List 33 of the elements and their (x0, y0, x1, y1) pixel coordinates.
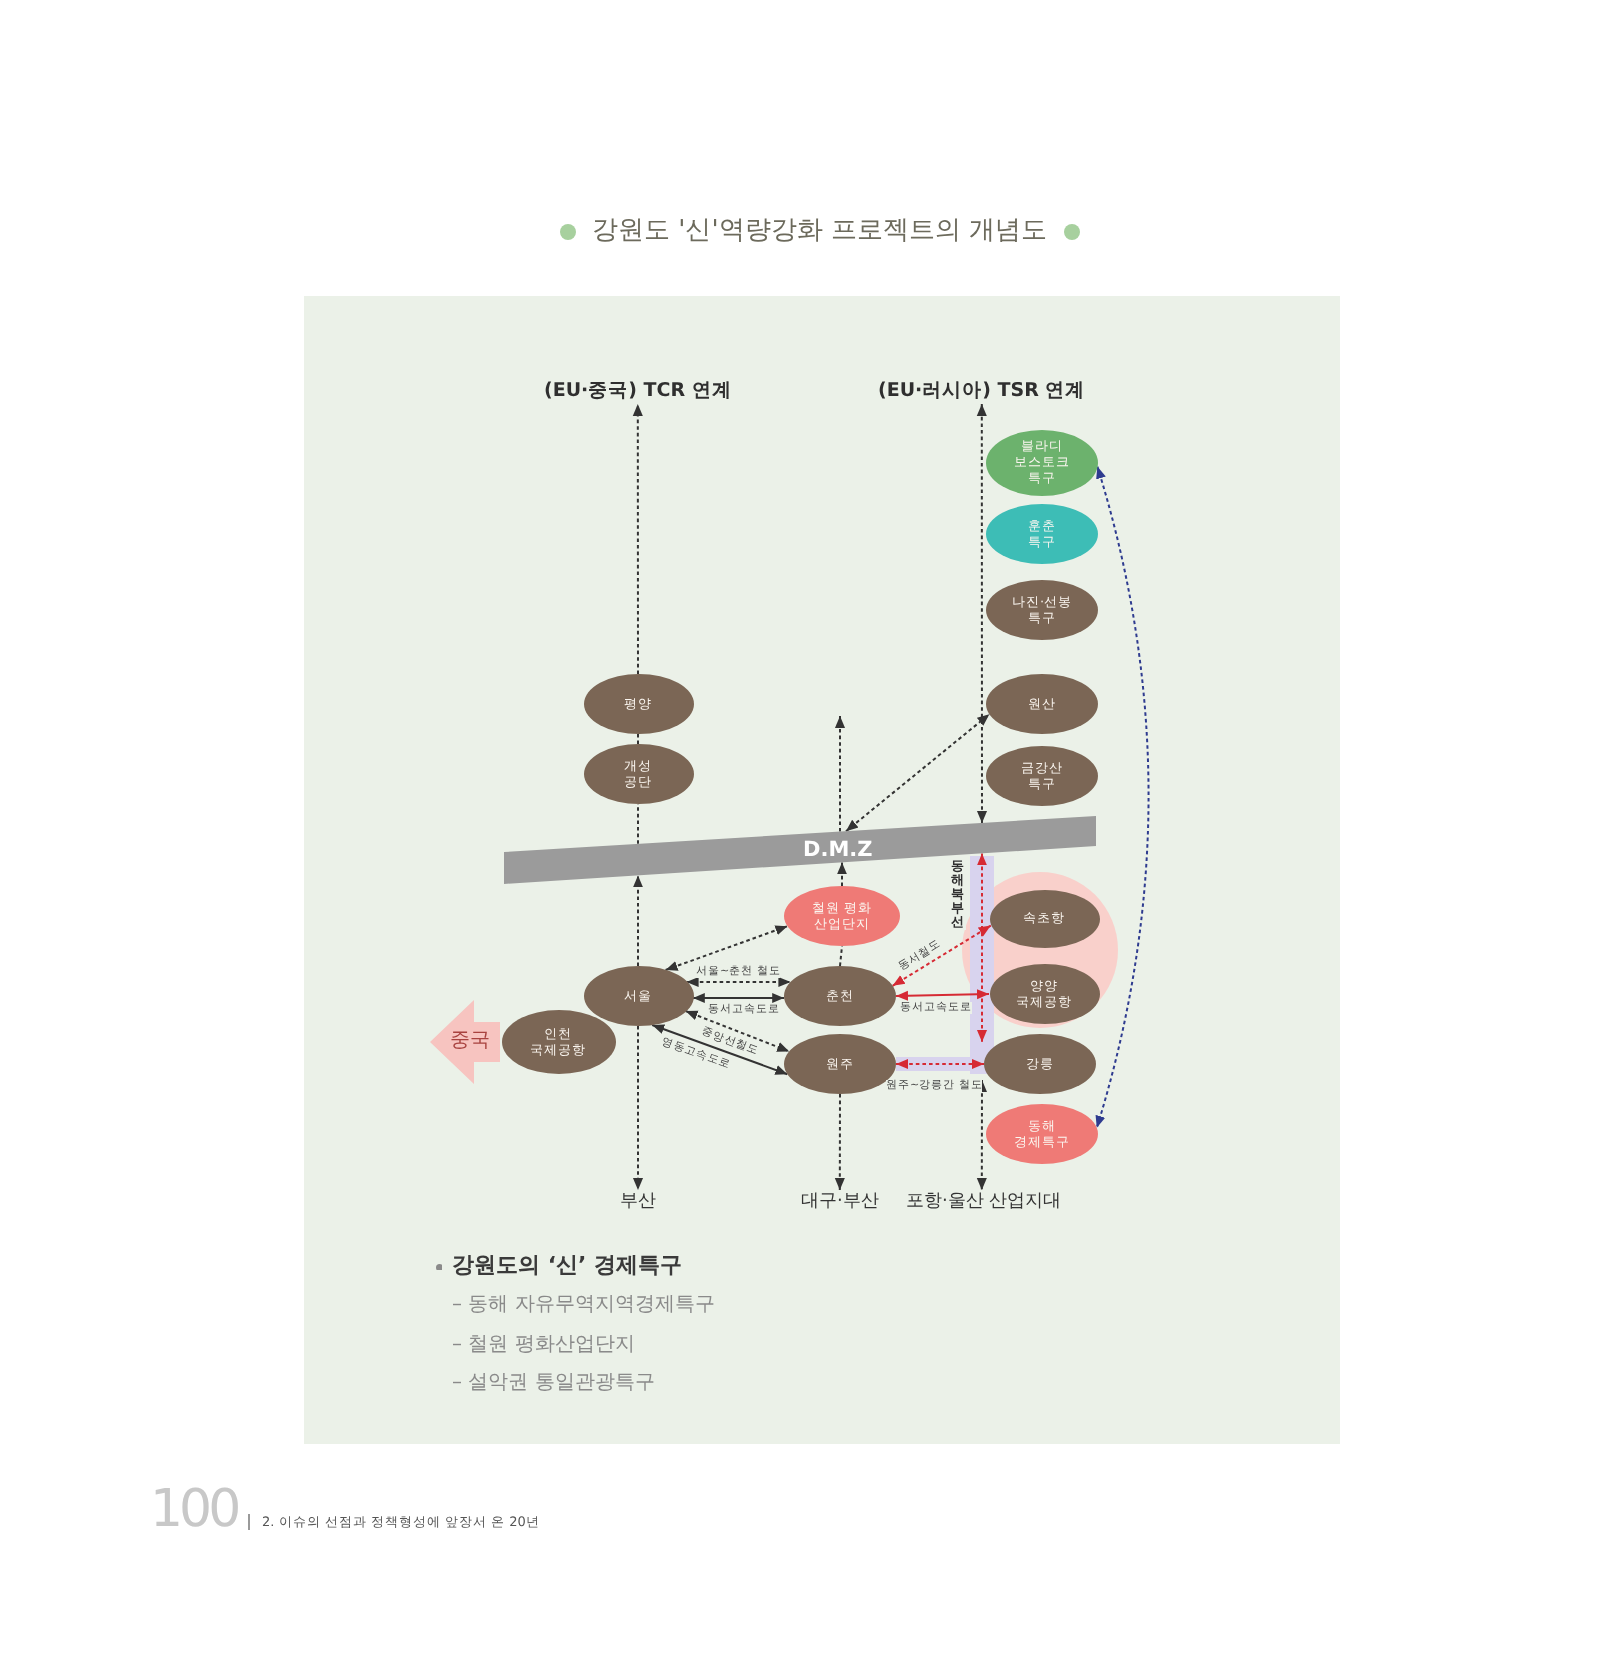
endpoint-label: 대구·부산 (801, 1190, 879, 1214)
pointer-shape: 중국 (430, 1000, 500, 1084)
arrow (1095, 465, 1150, 1129)
endpoint-label: 포항·울산 산업지대 (906, 1190, 1062, 1214)
arrow (651, 1024, 789, 1076)
arrow (976, 1079, 987, 1191)
arrow (834, 715, 846, 833)
arrow (684, 1010, 791, 1053)
endpoint-label: (EU·러시아) TSR 연계 (878, 379, 1086, 404)
endpoint-label: 부산 (620, 1190, 656, 1214)
arrow (845, 713, 991, 833)
arrow (836, 861, 848, 887)
arrow (891, 924, 992, 987)
endpoint-label: (EU·중국) TCR 연계 (544, 379, 732, 404)
arrow (632, 874, 644, 967)
arrow (632, 1025, 644, 1191)
list-item: – 철원 평화산업단지 (452, 1331, 635, 1357)
arrow (976, 403, 988, 824)
arrow (632, 403, 643, 675)
connector-line (637, 733, 639, 745)
arrow (685, 976, 792, 988)
arrow (895, 1058, 985, 1070)
list-item: – 동해 자유무역지역경제특구 (452, 1292, 715, 1318)
arrow (976, 852, 988, 1043)
list-item: – 설악권 통일관광특구 (452, 1370, 655, 1396)
connector-line (839, 945, 843, 967)
arrow (664, 925, 789, 971)
list-heading: 강원도의 ‘신’ 경제특구 (452, 1252, 683, 1280)
arrow (834, 1093, 845, 1191)
connector-line (637, 803, 639, 845)
arrow (895, 989, 990, 1001)
arrow (691, 992, 786, 1004)
title: 강원도 '신'역량강화 프로젝트의 개념도 (592, 216, 1048, 248)
